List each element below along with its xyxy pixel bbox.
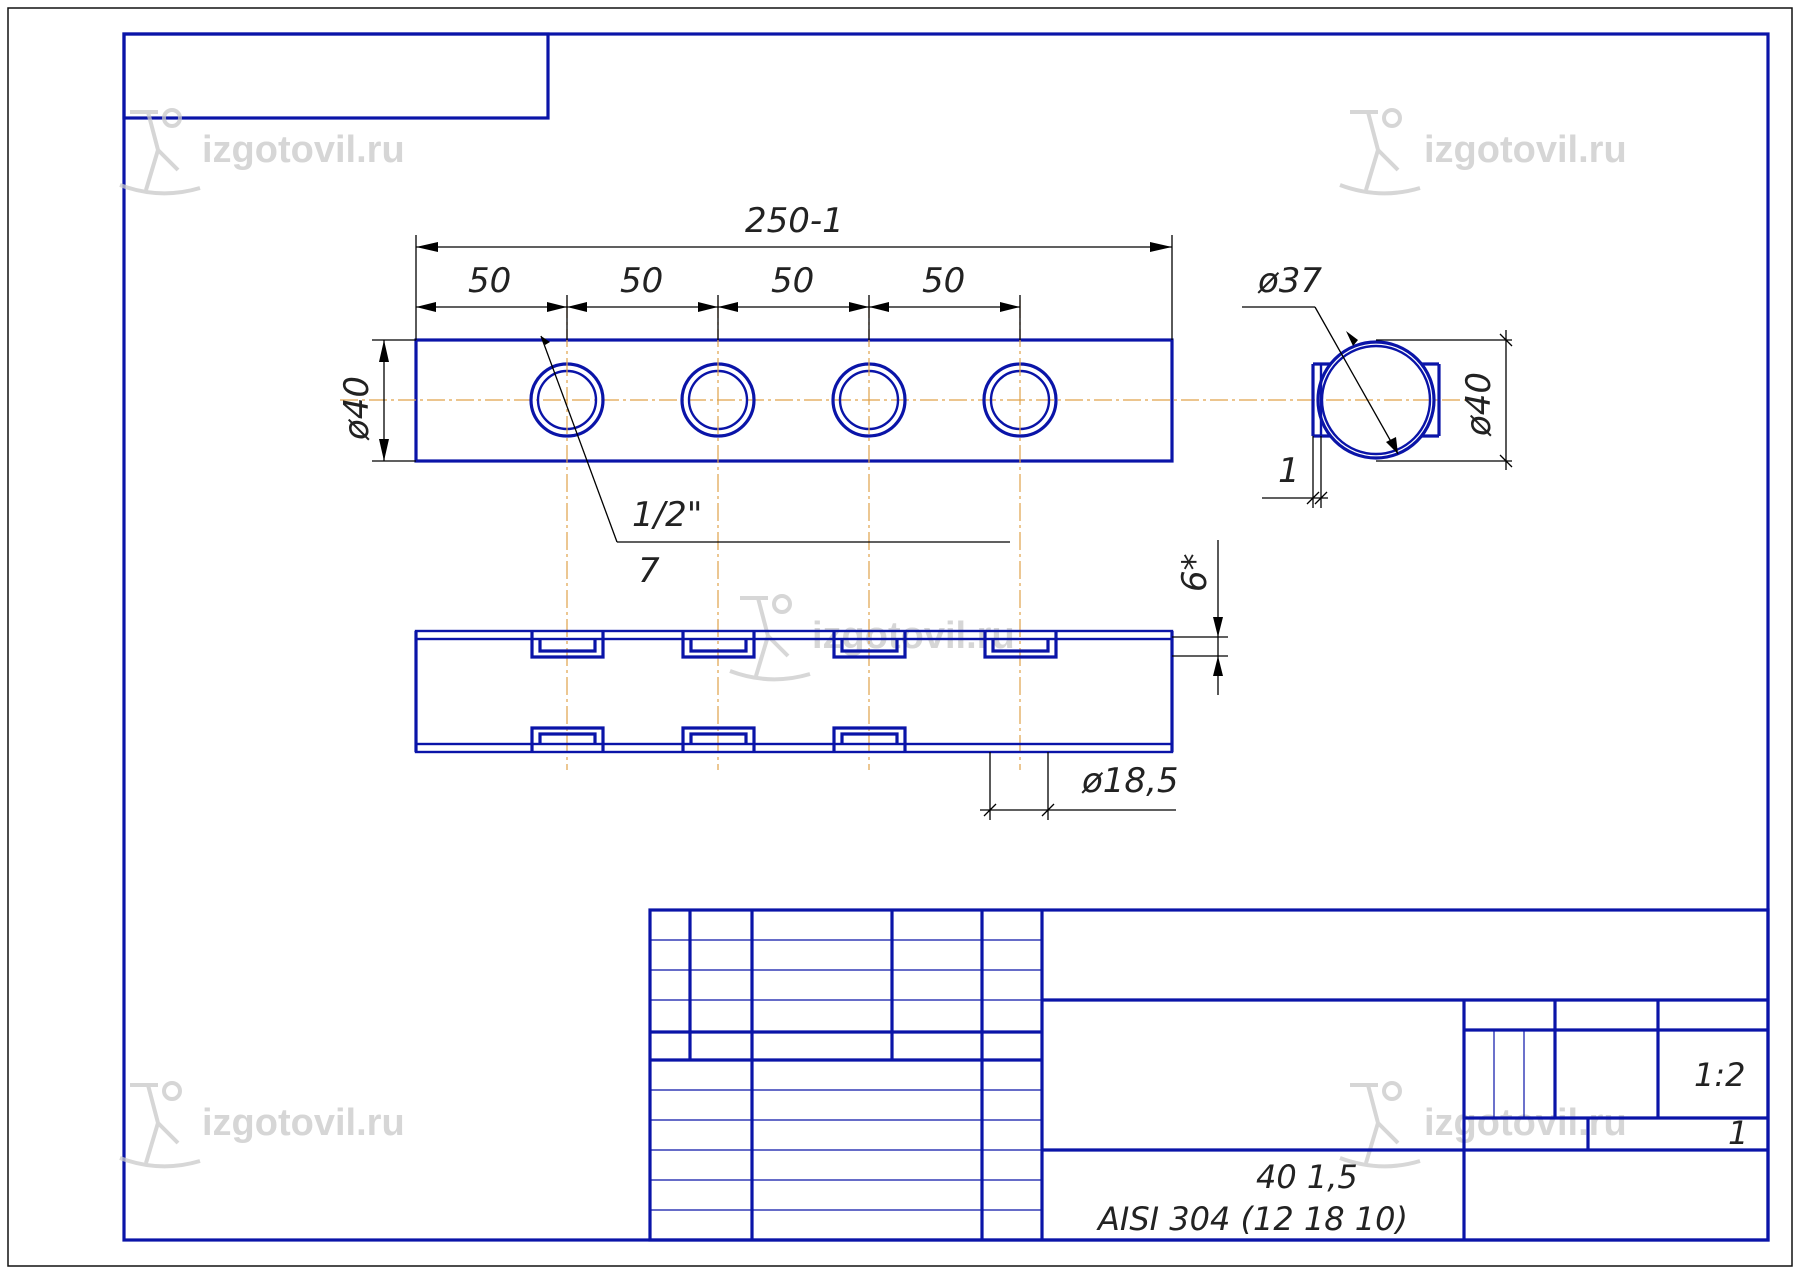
section-bottom-wall	[414, 742, 1174, 754]
title-block: 1:2 1 40 1,5 AISI 304 (12 18 10)	[648, 908, 1770, 1242]
boss	[983, 631, 1058, 659]
watermark-top-right: izgotovil.ru	[1339, 108, 1627, 196]
side-view: ø37 ø40 1	[1242, 261, 1513, 508]
watermark-bottom-left: izgotovil.ru	[119, 1081, 405, 1169]
watermark-logo-icon	[1339, 1081, 1421, 1169]
boss	[832, 631, 907, 659]
diameter-side-leader	[1314, 306, 1399, 455]
thread-leader	[540, 335, 618, 543]
watermark-logo-icon	[119, 108, 201, 196]
hole-diameter-label: ø18,5	[1081, 761, 1179, 801]
diameter-side-right-label: ø40	[1459, 372, 1499, 437]
top-bosses	[530, 631, 1058, 659]
section-view: 6* ø18,5	[414, 540, 1228, 820]
watermark-group: izgotovil.ru izgotovil.ru izgotovil.ru i…	[119, 108, 1627, 1169]
wall-offset-label: 1	[1278, 451, 1300, 491]
boss	[681, 726, 756, 752]
pitch-label: 50	[922, 261, 965, 301]
material-line-2: AISI 304 (12 18 10)	[1096, 1200, 1408, 1238]
boss	[832, 726, 907, 752]
pitch-label: 50	[468, 261, 511, 301]
watermark-logo-icon	[1339, 108, 1421, 196]
diameter-front-label: ø40	[337, 376, 377, 441]
watermark-logo-icon	[119, 1081, 201, 1169]
material-line-1: 40 1,5	[1256, 1158, 1358, 1196]
boss-height-label: 6*	[1175, 553, 1215, 592]
watermark-bottom-right: izgotovil.ru	[1339, 1081, 1627, 1169]
watermark-center: izgotovil.ru	[729, 594, 1015, 682]
front-dimensions: 250-1 50 50 50 50 ø40 1/2" 7	[337, 201, 1173, 591]
upper-left-stamp-box	[122, 32, 550, 120]
sheet-value: 1	[1728, 1114, 1748, 1152]
bottom-bosses	[530, 726, 907, 752]
thread-note-label: 7	[638, 551, 660, 591]
thread-label: 1/2"	[632, 495, 702, 535]
scale-value: 1:2	[1694, 1056, 1746, 1094]
watermark-text: izgotovil.ru	[1424, 1102, 1627, 1144]
front-view	[340, 300, 1470, 770]
watermark-text: izgotovil.ru	[202, 1102, 405, 1144]
watermark-text: izgotovil.ru	[1424, 129, 1627, 171]
boss	[530, 631, 605, 659]
watermark-top-left: izgotovil.ru	[119, 108, 405, 196]
overall-length-label: 250-1	[745, 201, 844, 241]
pitch-label: 50	[620, 261, 663, 301]
boss	[530, 726, 605, 752]
pitch-label: 50	[771, 261, 814, 301]
side-outer-circle	[1316, 340, 1436, 460]
diameter-side-label: ø37	[1257, 261, 1322, 301]
watermark-logo-icon	[729, 594, 811, 682]
section-top-wall	[414, 629, 1174, 641]
watermark-text: izgotovil.ru	[202, 129, 405, 171]
boss	[681, 631, 756, 659]
